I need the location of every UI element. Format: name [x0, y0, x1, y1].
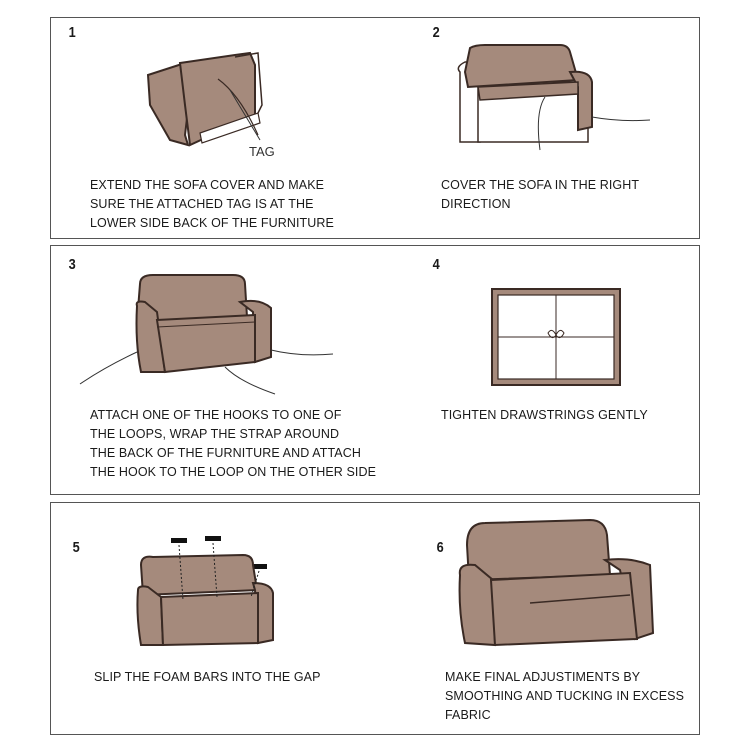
step-2-line-1: COVER THE SOFA IN THE RIGHT: [441, 178, 640, 192]
step-3-line-1: ATTACH ONE OF THE HOOKS TO ONE OF: [90, 408, 342, 422]
step-3-line-3: THE BACK OF THE FURNITURE AND ATTACH: [90, 446, 361, 460]
step-4-line-1: TIGHTEN DRAWSTRINGS GENTLY: [441, 408, 648, 422]
step-4-caption: TIGHTEN DRAWSTRINGS GENTLY: [441, 406, 648, 425]
step-5-illustration: [136, 536, 274, 647]
step-3-number: 3: [68, 256, 76, 273]
step-1-illustration: [146, 51, 263, 147]
step-3-line-4: THE HOOK TO THE LOOP ON THE OTHER SIDE: [90, 465, 377, 479]
step-6-illustration: [458, 518, 655, 647]
step-5-caption: SLIP THE FOAM BARS INTO THE GAP: [94, 668, 321, 687]
step-2-caption: COVER THE SOFA IN THE RIGHT DIRECTION: [441, 176, 639, 214]
step-1-caption: EXTEND THE SOFA COVER AND MAKE SURE THE …: [90, 176, 334, 233]
step-3-caption: ATTACH ONE OF THE HOOKS TO ONE OF THE LO…: [90, 406, 376, 482]
step-2-number: 2: [432, 24, 440, 41]
step-3-line-2: THE LOOPS, WRAP THE STRAP AROUND: [90, 427, 340, 441]
step-4-number: 4: [432, 256, 440, 273]
step-6-line-3: FABRIC: [445, 708, 491, 722]
step-6-line-2: SMOOTHING AND TUCKING IN EXCESS: [445, 689, 685, 703]
step-5-line-1: SLIP THE FOAM BARS INTO THE GAP: [94, 670, 321, 684]
tag-label: TAG: [249, 144, 275, 159]
step-6-caption: MAKE FINAL ADJUSTIMENTS BY SMOOTHING AND…: [445, 668, 684, 725]
step-2-illustration: [457, 44, 651, 151]
step-1-line-3: LOWER SIDE BACK OF THE FURNITURE: [90, 216, 334, 230]
step-6-number: 6: [436, 539, 444, 556]
step-1-number: 1: [68, 24, 76, 41]
step-6-line-1: MAKE FINAL ADJUSTIMENTS BY: [445, 670, 641, 684]
step-2-line-2: DIRECTION: [441, 197, 511, 211]
step-3-illustration: [79, 274, 334, 395]
step-5-number: 5: [72, 539, 80, 556]
step-1-line-2: SURE THE ATTACHED TAG IS AT THE: [90, 197, 314, 211]
step-1-line-1: EXTEND THE SOFA COVER AND MAKE: [90, 178, 325, 192]
step-4-illustration: [491, 288, 621, 386]
